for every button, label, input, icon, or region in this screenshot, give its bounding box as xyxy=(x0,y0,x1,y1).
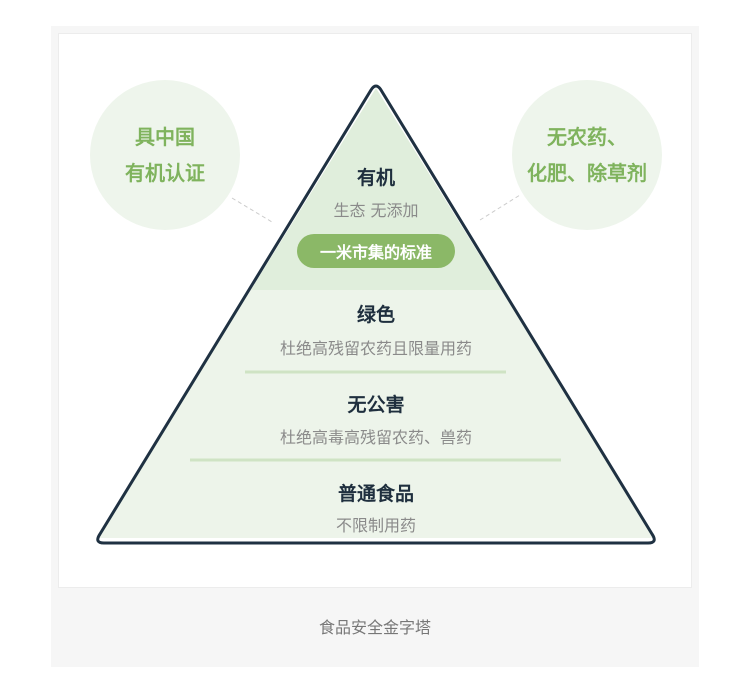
no-chemicals-bubble: 无农药、 化肥、除草剂 xyxy=(512,80,662,230)
standard-badge: 一米市集的标准 xyxy=(297,234,455,268)
bubble-line: 有机认证 xyxy=(125,161,205,185)
bubble-line: 具中国 xyxy=(135,125,195,149)
tier-organic-title: 有机 xyxy=(356,167,396,189)
tier-green-title: 绿色 xyxy=(356,304,396,326)
tier-ordinary-title: 普通食品 xyxy=(337,483,415,505)
left-connector xyxy=(231,197,273,223)
tier-organic-desc: 生态 无添加 xyxy=(333,201,419,220)
figure-caption: 食品安全金字塔 xyxy=(318,618,431,637)
tier-pollution-free-title: 无公害 xyxy=(347,394,405,416)
organic-certification-bubble: 具中国 有机认证 xyxy=(90,80,240,230)
bubble-line: 化肥、除草剂 xyxy=(527,161,647,185)
tier-ordinary-desc: 不限制用药 xyxy=(335,516,417,535)
pyramid-outline xyxy=(96,84,656,545)
right-connector xyxy=(479,194,521,221)
tier-green-desc: 杜绝高残留农药且限量用药 xyxy=(279,339,473,358)
tier-pollution-free-desc: 杜绝高毒高残留农药、兽药 xyxy=(279,428,473,447)
bubble-line: 无农药、 xyxy=(547,125,627,149)
